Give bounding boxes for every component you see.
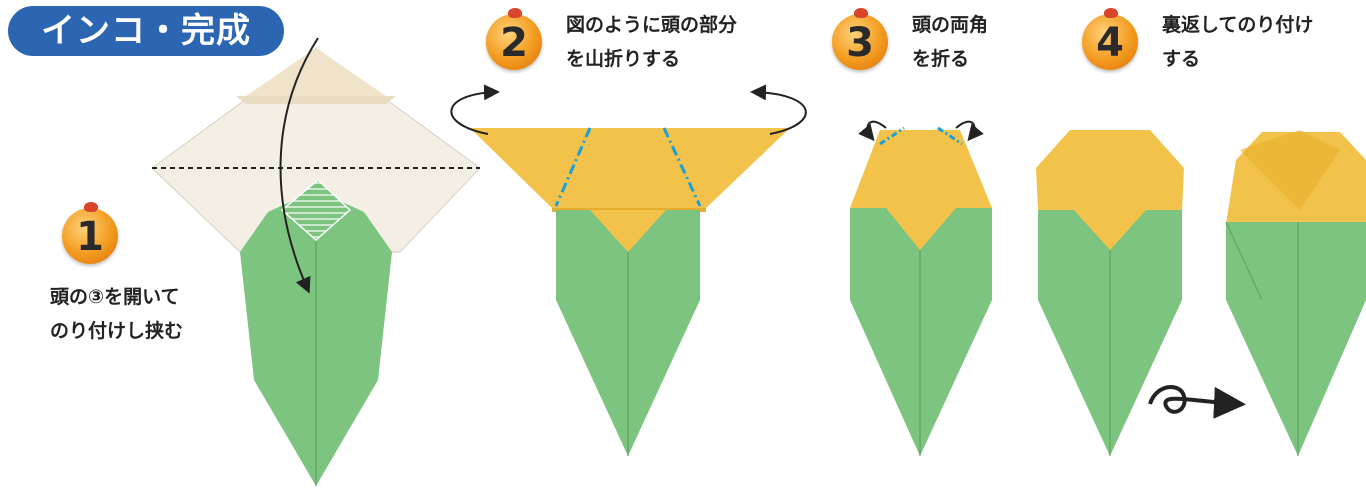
flip-arrow-icon <box>1148 385 1246 419</box>
step-number-badge: 1 <box>62 202 118 264</box>
step4-instruction: 裏返してのり付け する <box>1162 14 1314 70</box>
step4-model-back <box>1225 130 1366 456</box>
step1-instruction: 頭の③を開いて のり付けし挟む <box>50 286 184 342</box>
step4-model-front <box>1036 130 1184 456</box>
step3-instruction: 頭の両角 を折る <box>912 14 989 70</box>
step-number-badge: 2 <box>486 8 542 70</box>
step2-model <box>450 84 807 456</box>
step1-model <box>151 37 481 486</box>
step-number-badge: 3 <box>832 8 888 70</box>
step-number-badge: 4 <box>1082 8 1138 70</box>
step3-model <box>850 120 992 456</box>
page-title: インコ・完成 <box>8 6 284 56</box>
step2-instruction: 図のように頭の部分 を山折りする <box>566 14 738 70</box>
